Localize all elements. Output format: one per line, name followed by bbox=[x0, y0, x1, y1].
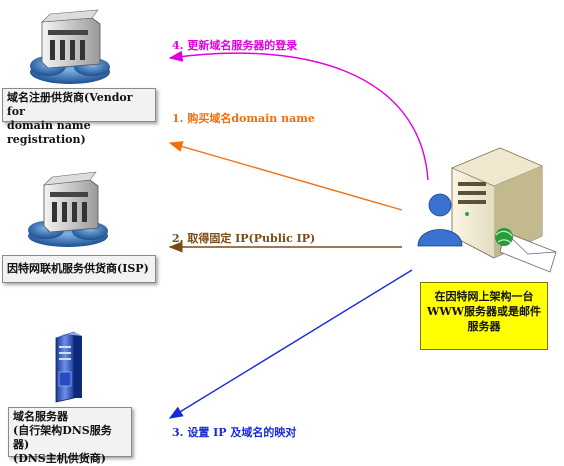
server-note-box: 在因特网上架构一台WWW服务器或是邮件服务器 bbox=[420, 282, 548, 350]
step-3-label: 3. 设置 IP 及域名的映对 bbox=[172, 426, 297, 439]
server-note: 在因特网上架构一台WWW服务器或是邮件服务器 bbox=[426, 290, 542, 333]
arrow-step-3 bbox=[168, 269, 413, 419]
user-icon bbox=[417, 193, 463, 247]
dns-label-line3: (DNS主机供货商) bbox=[13, 452, 106, 465]
vendor-label-line1: 域名注册供货商(Vendor for bbox=[7, 91, 133, 118]
step-1-label: 1. 购买域名domain name bbox=[172, 112, 315, 125]
arrow-step-1 bbox=[168, 141, 403, 211]
dns-label-line2: (自行架构DNS服务器) bbox=[13, 424, 112, 451]
isp-server-icon bbox=[43, 171, 99, 233]
vendor-label-box: 域名注册供货商(Vendor for domain name registrat… bbox=[2, 88, 156, 146]
isp-label: 因特网联机服务供货商(ISP) bbox=[7, 262, 149, 275]
vendor-label-line2: domain name registration) bbox=[7, 119, 91, 146]
email-icon bbox=[495, 228, 557, 273]
dns-tower-server-icon bbox=[55, 331, 82, 403]
dns-label-box: 域名服务器 (自行架构DNS服务器) (DNS主机供货商) bbox=[8, 407, 132, 465]
isp-label-box: 因特网联机服务供货商(ISP) bbox=[2, 255, 156, 283]
vendor-server-icon bbox=[41, 9, 101, 69]
step-2-label: 2. 取得固定 IP(Public IP) bbox=[172, 232, 316, 245]
step-4-label: 4. 更新域名服务器的登录 bbox=[172, 39, 298, 52]
dns-label-line1: 域名服务器 bbox=[13, 410, 68, 423]
arrow-step-4 bbox=[168, 50, 429, 181]
